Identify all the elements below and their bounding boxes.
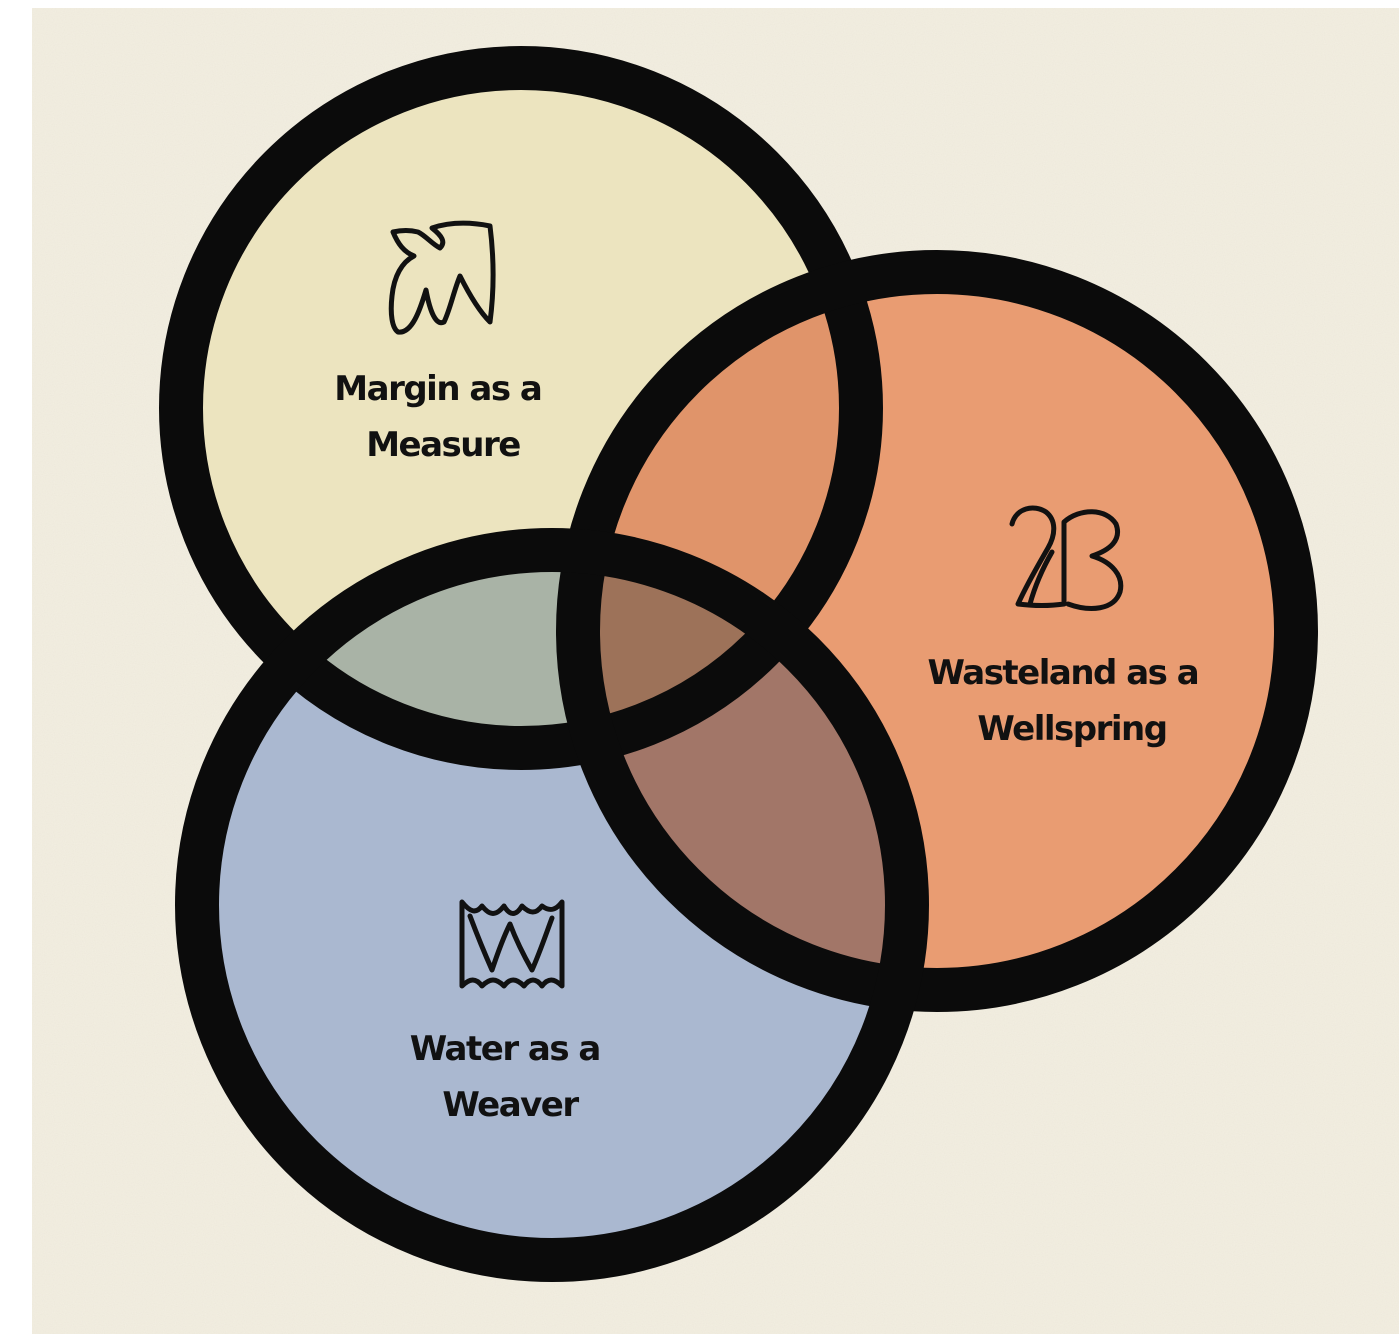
leaf-icon [388,220,496,335]
label-water-line2: Weaver [442,1085,579,1125]
label-wasteland-line1: Wasteland as a [927,653,1198,693]
sprout-icon [1009,505,1124,611]
overlap-wasteland-water [578,550,907,990]
circle-wasteland-outline [556,250,1318,1012]
label-water: Water as a Weaver [410,1029,610,1125]
overlap-margin-wasteland [578,272,861,748]
label-water-line1: Water as a [410,1029,600,1069]
label-margin-line2: Measure [366,425,520,465]
label-margin: Margin as a Measure [334,369,551,465]
wave-icon [459,899,565,989]
label-margin-line1: Margin as a [334,369,541,409]
circle-margin-outline [159,46,883,770]
label-wasteland: Wasteland as a Wellspring [927,653,1208,749]
circle-water-outline [175,528,929,1282]
label-wasteland-line2: Wellspring [977,709,1166,749]
